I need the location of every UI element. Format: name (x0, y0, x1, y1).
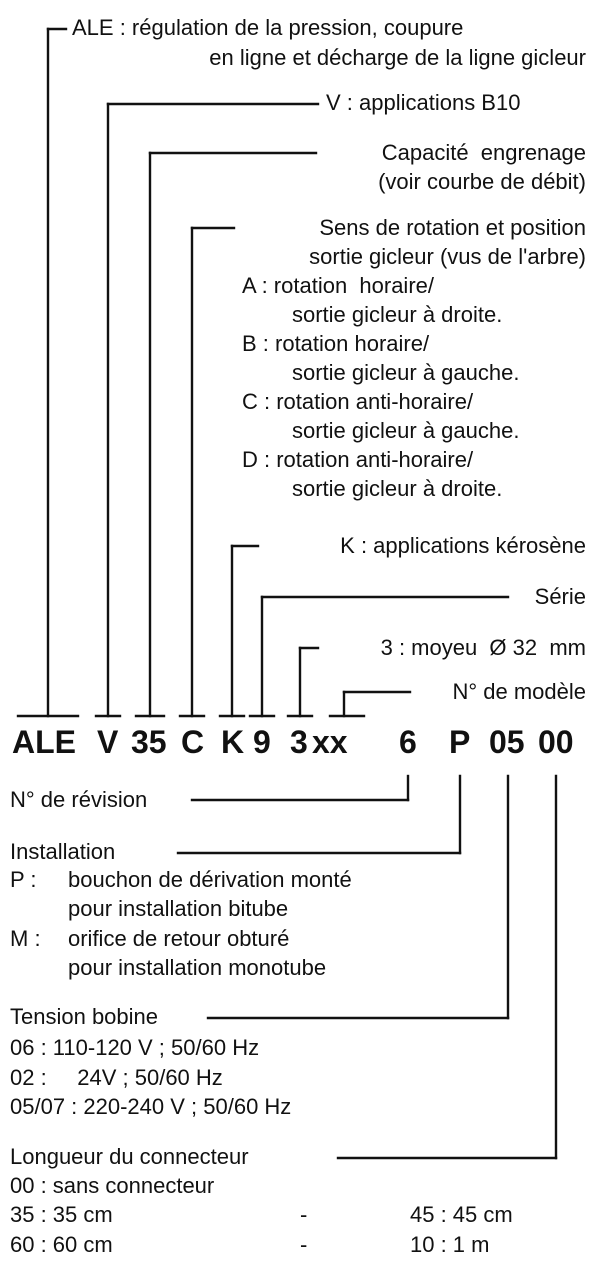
code-connecteur: 00 (538, 724, 574, 760)
label-v: V : applications B10 (326, 90, 521, 115)
code-serie: 9 (253, 724, 271, 760)
code-install: P (449, 724, 471, 760)
code-v: V (97, 724, 119, 760)
label-ale-line1: ALE : régulation de la pression, coupure (72, 15, 464, 40)
label-rot-line2: sortie gicleur (vus de l'arbre) (309, 244, 586, 269)
install-option-m-line1: orifice de retour obturé (68, 926, 290, 951)
rot-option-b-sub: sortie gicleur à gauche. (292, 360, 520, 385)
label-install-title: Installation (10, 839, 116, 864)
connecteur-option-35: 35 : 35 cm (10, 1202, 113, 1227)
code-cap: 35 (131, 724, 167, 760)
label-modele: N° de modèle (452, 679, 586, 704)
install-option-m-key: M : (10, 926, 41, 951)
code-ale: ALE (12, 724, 76, 760)
label-ale-line2: en ligne et décharge de la ligne gicleur (209, 45, 586, 70)
label-moyeu: 3 : moyeu Ø 32 mm (380, 635, 586, 660)
label-cap-line1: Capacité engrenage (381, 140, 586, 165)
rot-option-b-key: B : rotation horaire/ (242, 331, 430, 356)
tension-option-05-07: 05/07 : 220-240 V ; 50/60 Hz (10, 1094, 292, 1119)
rot-option-c-key: C : rotation anti-horaire/ (242, 389, 474, 414)
install-option-p-line2: pour installation bitube (68, 896, 289, 921)
rot-option-d-key: D : rotation anti-horaire/ (242, 447, 474, 472)
connecteur-option-10: 10 : 1 m (410, 1232, 490, 1257)
label-revision: N° de révision (10, 787, 148, 812)
rot-option-d-sub: sortie gicleur à droite. (292, 476, 503, 501)
code-modele: xx (312, 724, 348, 760)
install-option-m-line2: pour installation monotube (68, 955, 327, 980)
rot-option-c-sub: sortie gicleur à gauche. (292, 418, 520, 443)
label-cap-line2: (voir courbe de débit) (378, 169, 586, 194)
install-option-p-line1: bouchon de dérivation monté (68, 867, 352, 892)
tension-option-02: 02 : 24V ; 50/60 Hz (10, 1065, 223, 1090)
label-rot-line1: Sens de rotation et position (319, 215, 586, 240)
tension-option-06: 06 : 110-120 V ; 50/60 Hz (10, 1035, 260, 1060)
label-connecteur-title: Longueur du connecteur (10, 1144, 249, 1169)
code-k: K (221, 724, 245, 760)
connecteur-option-60: 60 : 60 cm (10, 1232, 113, 1257)
rot-option-a-key: A : rotation horaire/ (242, 273, 434, 298)
code-rot: C (181, 724, 205, 760)
connecteur-option-00: 00 : sans connecteur (10, 1173, 215, 1198)
label-k: K : applications kérosène (340, 533, 586, 558)
label-tension-title: Tension bobine (10, 1004, 159, 1029)
install-option-p-key: P : (10, 867, 37, 892)
connecteur-dash-2: - (300, 1232, 308, 1257)
code-tension: 05 (489, 724, 525, 760)
connecteur-dash-1: - (300, 1202, 308, 1227)
code-moyeu: 3 (290, 724, 308, 760)
rot-option-a-sub: sortie gicleur à droite. (292, 302, 503, 327)
connecteur-option-45: 45 : 45 cm (410, 1202, 513, 1227)
code-revision: 6 (399, 724, 417, 760)
label-serie: Série (534, 584, 586, 609)
